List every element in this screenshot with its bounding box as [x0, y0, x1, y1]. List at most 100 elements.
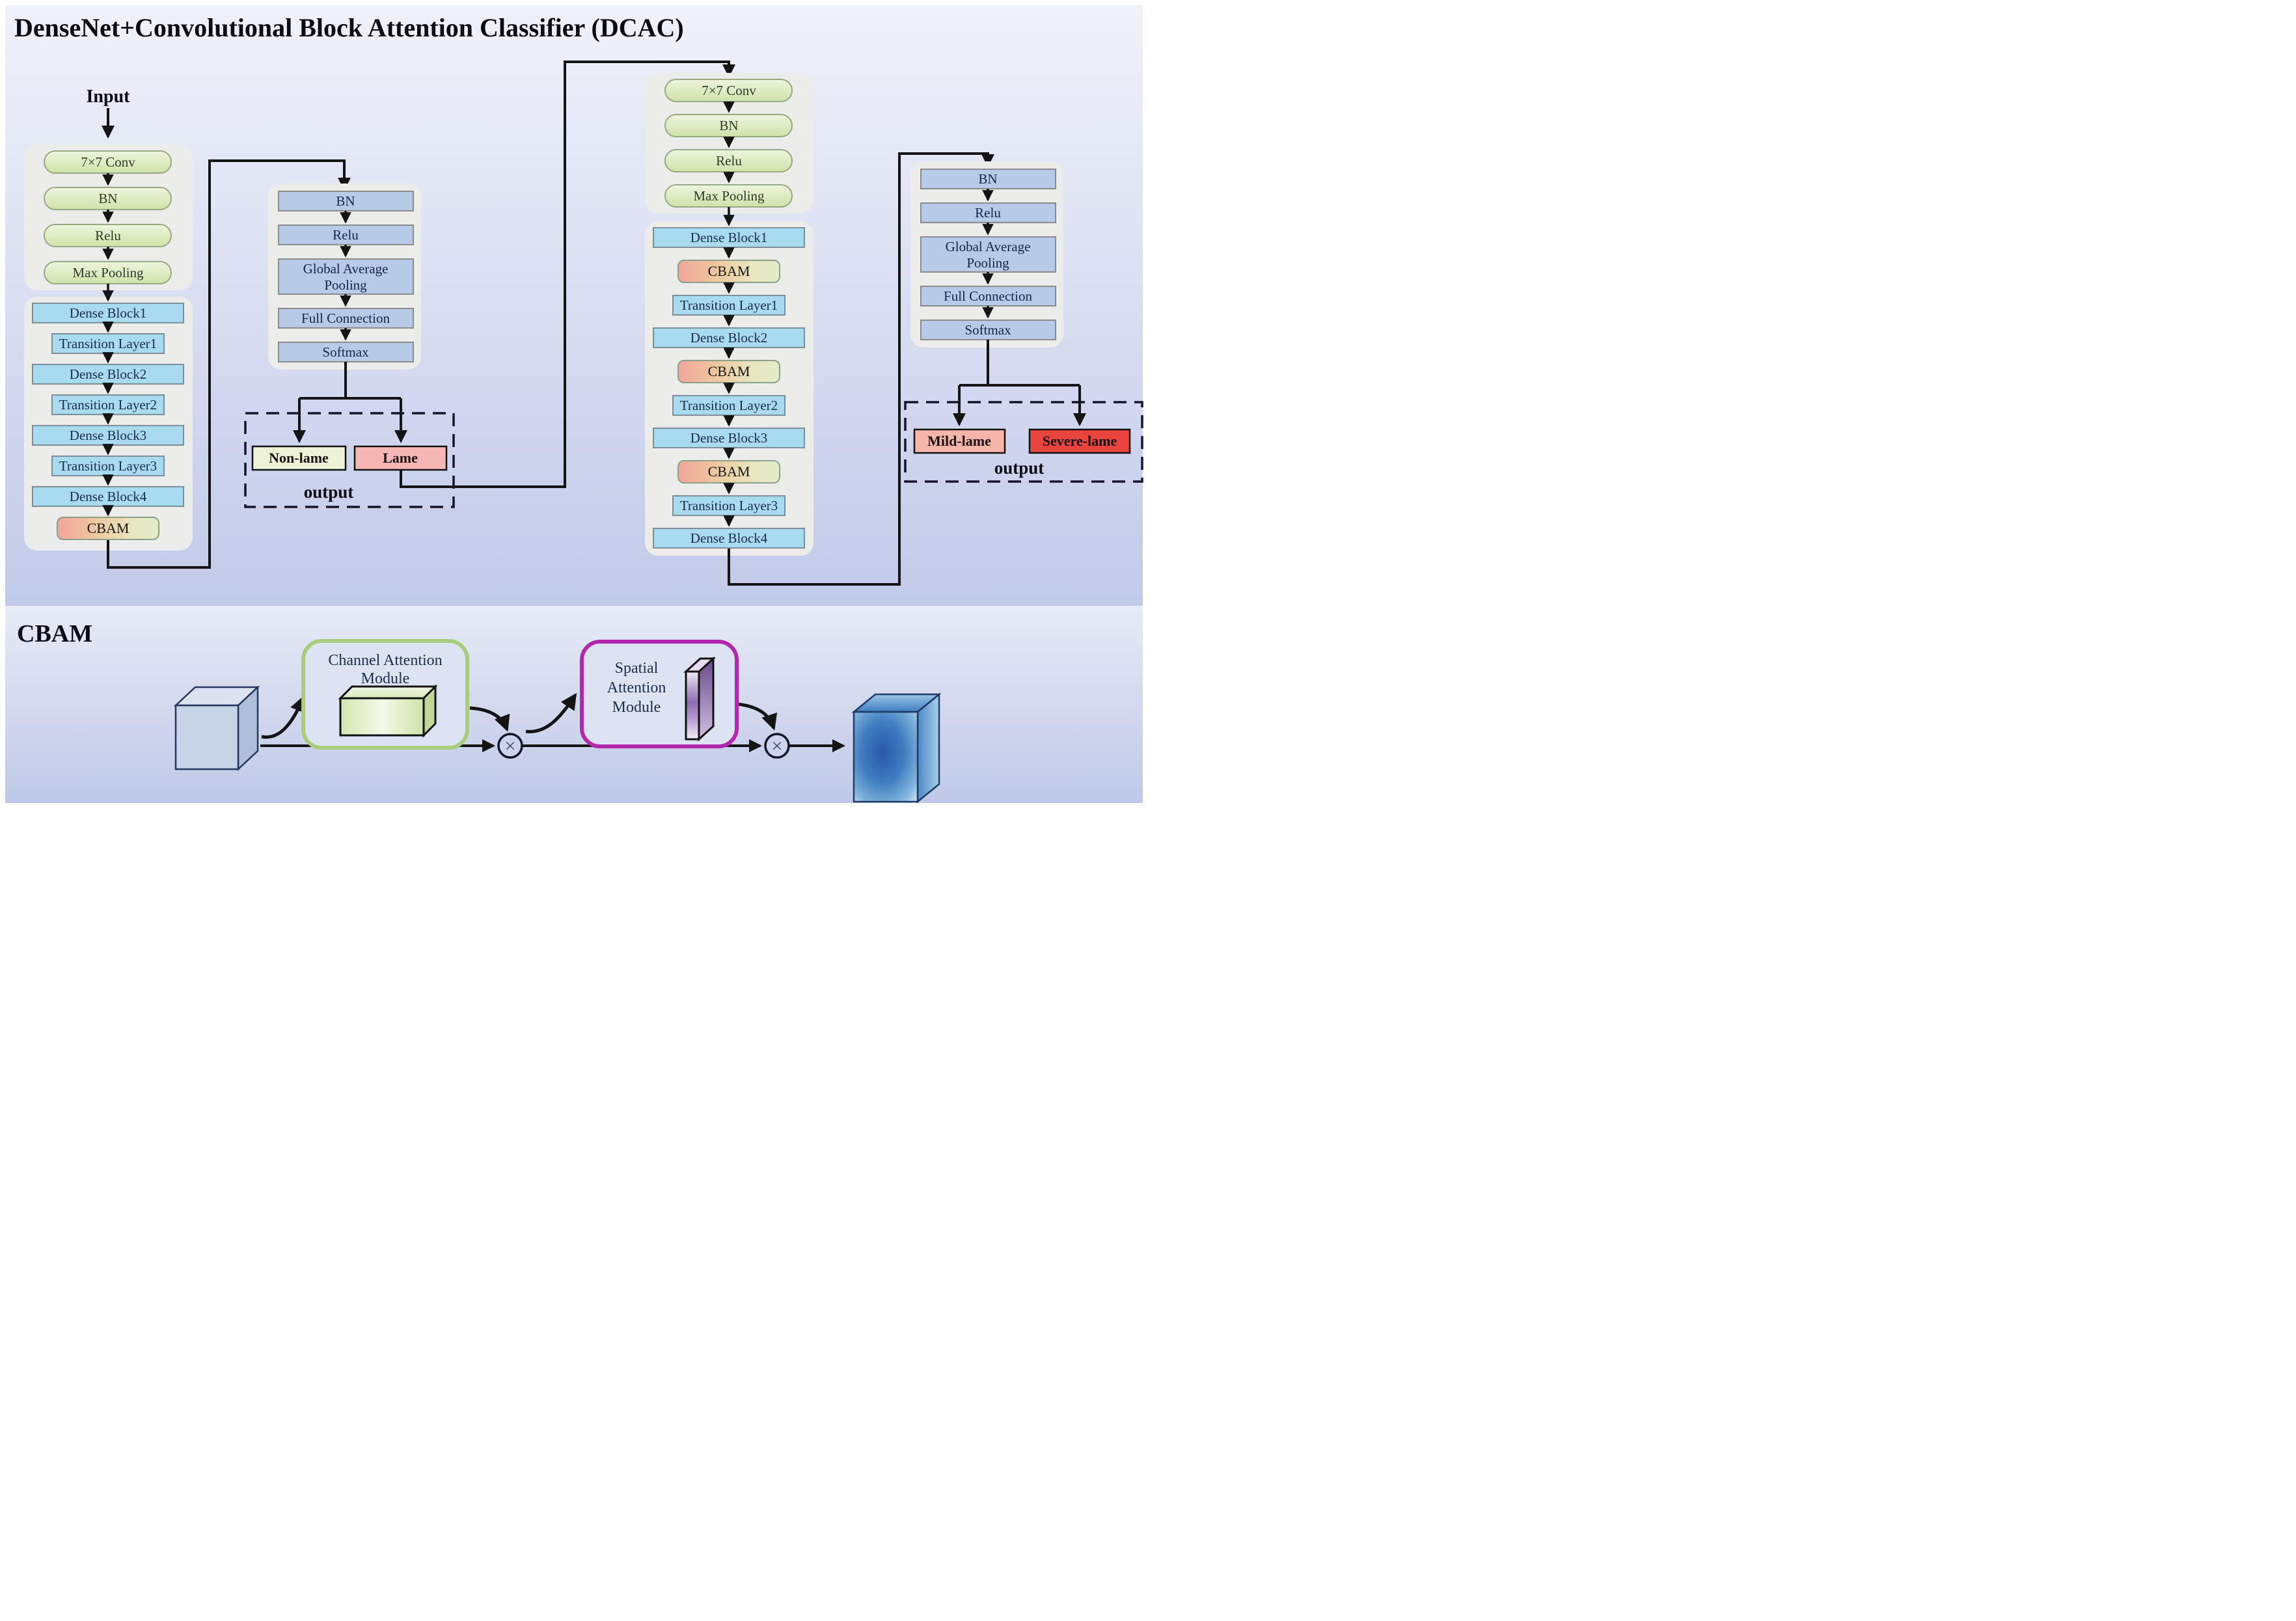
head2-softmax-box: [920, 320, 1056, 340]
backbone2-denseblock4-label: Dense Block4: [690, 530, 768, 546]
channel-slab-front: [339, 697, 425, 737]
backbone2-denseblock1-box: [653, 227, 805, 248]
page-title: DenseNet+Convolutional Block Attention C…: [14, 13, 684, 42]
stem2-relu-label: Relu: [716, 153, 742, 169]
backbone1-transition2-box: [51, 394, 165, 415]
backbone1-denseblock3-label: Dense Block3: [70, 428, 146, 443]
spatial-module-label-line3: Module: [612, 699, 661, 716]
head1-gap-label-line1: Global Average: [303, 261, 389, 277]
head2-bn-box: [920, 169, 1056, 189]
channel-attention-module: Channel Attention Module: [301, 639, 469, 750]
curve-multiply1-to-spatial-module: [525, 692, 577, 733]
spatial-slab-front: [685, 670, 700, 741]
output2-severelame-box: [1028, 428, 1131, 454]
backbone1-denseblock1-box: [32, 303, 184, 323]
output-feature-cube: [851, 692, 942, 804]
output2-mildlame-label: Mild-lame: [927, 433, 991, 449]
connector-backbone1-to-head1: [107, 159, 351, 569]
backbone1-transition3-label: Transition Layer3: [59, 458, 157, 474]
input-label: Input: [87, 87, 131, 107]
output1-lame-label: Lame: [383, 450, 418, 466]
head1-fc-label: Full Connection: [301, 310, 390, 326]
head1-relu-box: [278, 225, 414, 245]
output-cube-front-face: [853, 711, 919, 803]
curve-channel-module-to-multiply1: [469, 706, 510, 732]
backbone1-transition2-label: Transition Layer2: [59, 397, 157, 413]
head2-relu-label: Relu: [975, 205, 1001, 221]
channel-module-label-line1: Channel Attention: [328, 652, 442, 669]
connector-lame-to-stem2: [400, 61, 735, 488]
backbone2-denseblock2-box: [653, 327, 805, 348]
backbone2-cbam1-label: CBAM: [708, 263, 750, 279]
head2-gap-box: [920, 236, 1056, 273]
head1-bn-label: BN: [336, 193, 355, 209]
output2-dashed-box: [904, 401, 1143, 483]
backbone2-denseblock4-box: [653, 528, 805, 549]
backbone2-denseblock3-label: Dense Block3: [690, 430, 767, 446]
cbam-section-title: CBAM: [17, 620, 92, 647]
backbone1-denseblock2-label: Dense Block2: [70, 366, 146, 382]
stem2-bn-label: BN: [719, 118, 738, 133]
multiply1-circle: [497, 733, 523, 759]
output2-caption: output: [994, 458, 1045, 478]
head2-gap-label-line2: Pooling: [966, 255, 1009, 271]
curve-cube-to-channel-module: [261, 695, 306, 739]
output1-dashed-box: [244, 412, 455, 508]
backbone1-blocks: Dense Block1 Transition Layer1 Dense Blo…: [32, 303, 184, 540]
output1-lame-box: [353, 445, 448, 471]
backbone1-denseblock1-label: Dense Block1: [70, 305, 146, 321]
connector-backbone2-to-head2: [728, 152, 994, 586]
output1-nonlame-label: Non-lame: [269, 450, 329, 466]
backbone2-transition3-box: [672, 495, 786, 516]
backbone2-transition2-box: [672, 395, 786, 416]
backbone1-cbam-box: [57, 517, 159, 540]
backbone2-transition3-label: Transition Layer3: [680, 498, 778, 513]
spatial-module-label-line2: Attention: [607, 679, 666, 696]
channel-module-label-line2: Module: [361, 670, 410, 687]
backbone2-blocks: Dense Block1 CBAM Transition Layer1 Dens…: [653, 227, 805, 549]
backbone2-transition2-label: Transition Layer2: [680, 398, 778, 413]
stem1-blocks: 7×7 Conv BN Relu Max Pooling: [44, 150, 172, 284]
head2-softmax-label: Softmax: [964, 322, 1011, 338]
output-cube-right-face: [916, 692, 940, 804]
output2-severelame-label: Severe-lame: [1043, 433, 1117, 449]
backbone2-denseblock3-box: [653, 428, 805, 448]
spatial-attention-module: Spatial Attention Module: [580, 640, 739, 748]
multiply2-circle: [764, 733, 790, 759]
head1-gap-label-line2: Pooling: [324, 277, 367, 293]
stem1-conv-label: 7×7 Conv: [81, 154, 135, 170]
backbone1-transition1-label: Transition Layer1: [59, 336, 157, 351]
backbone1-transition3-box: [51, 456, 165, 476]
head1-blocks: BN Relu Global Average Pooling Full Conn…: [278, 191, 414, 362]
stem1-bn-label: BN: [98, 191, 117, 206]
channel-slab-top: [338, 685, 438, 700]
backbone1-denseblock4-label: Dense Block4: [70, 489, 147, 504]
stem2-blocks: 7×7 Conv BN Relu Max Pooling: [664, 79, 793, 208]
head1-softmax-label: Softmax: [322, 344, 369, 360]
stem1-maxpool-label: Max Pooling: [72, 265, 144, 280]
backbone2-cbam3-label: CBAM: [708, 463, 750, 480]
stem1-relu-label: Relu: [95, 228, 121, 243]
spatial-module-label-line1: Spatial: [615, 660, 659, 677]
backbone2-denseblock1-label: Dense Block1: [690, 230, 767, 245]
cube-front-face: [174, 704, 239, 770]
head2-blocks: BN Relu Global Average Pooling Full Conn…: [920, 169, 1056, 340]
head1-gap-box: [278, 258, 414, 295]
multiply-node-2: ×: [764, 733, 790, 759]
output1-caption: output: [304, 482, 354, 502]
backbone1-transition1-box: [51, 333, 165, 354]
backbone1-cbam-label: CBAM: [87, 520, 130, 536]
figure-canvas: DenseNet+Convolutional Block Attention C…: [0, 0, 1148, 811]
head2-relu-box: [920, 202, 1056, 223]
head2-bn-label: BN: [978, 171, 997, 187]
backbone2-denseblock2-label: Dense Block2: [690, 330, 767, 346]
head2-fc-label: Full Connection: [944, 288, 1032, 304]
stem2-maxpool-label: Max Pooling: [693, 188, 765, 204]
curve-spatial-module-to-multiply2: [737, 702, 778, 731]
stem2-conv-label: 7×7 Conv: [702, 83, 756, 98]
backbone2-transition1-label: Transition Layer1: [680, 297, 778, 313]
multiply2-symbol: ×: [772, 735, 783, 757]
input-feature-cube: [173, 685, 260, 771]
multiply-node-1: ×: [497, 733, 523, 759]
architecture-figure: DenseNet+Convolutional Block Attention C…: [5, 5, 1143, 804]
